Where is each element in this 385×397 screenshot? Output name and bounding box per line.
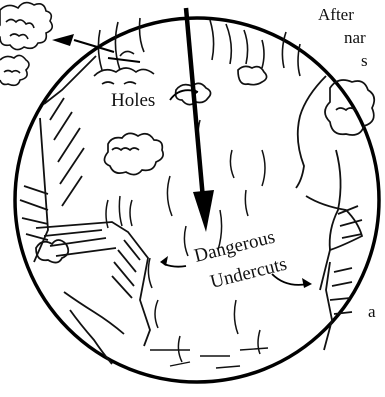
bottom-rock-texture (150, 348, 268, 368)
side-text-s: s (361, 52, 368, 69)
upper-rock-texture (94, 18, 300, 84)
foliage-blobs (104, 66, 374, 174)
outside-bushes (0, 3, 52, 86)
right-rock-wall (296, 76, 362, 350)
side-text-nar: nar (344, 29, 366, 46)
left-ledge (36, 222, 150, 364)
side-text-a: a (368, 303, 376, 320)
label-holes: Holes (111, 90, 155, 111)
side-text-after: After (318, 6, 354, 23)
